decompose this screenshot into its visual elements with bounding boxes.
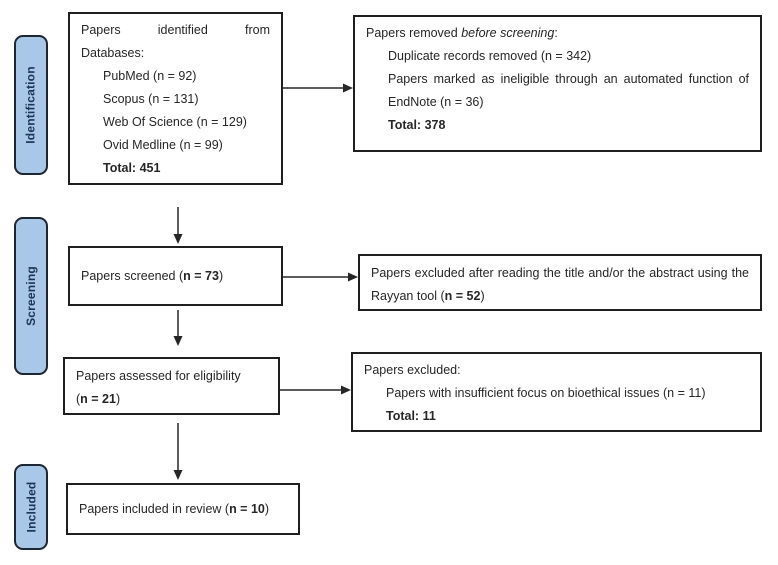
database-item-pubmed: PubMed (n = 92) xyxy=(103,69,197,83)
papers-included-prefix: Papers included in review ( xyxy=(79,501,230,516)
arrow-screened-to-excluded-screening xyxy=(283,272,358,282)
papers-included-suffix: ) xyxy=(264,501,270,516)
removed-total: Total: 378 xyxy=(388,118,446,132)
stage-screening: Screening xyxy=(14,217,48,375)
papers-assessed-box: Papers assessed for eligibility (n = 21) xyxy=(63,357,280,415)
papers-screened-text: Papers screened (n = 73) xyxy=(81,265,223,288)
papers-assessed-line1: Papers assessed for eligibility xyxy=(76,369,241,383)
papers-screened-count: n = 73 xyxy=(183,268,219,283)
excluded-eligibility-title: Papers excluded: xyxy=(364,363,461,377)
excluded-screening-line2-suffix: ) xyxy=(480,289,485,303)
excluded-screening-line2: Rayyan tool (n = 52) xyxy=(371,285,749,308)
papers-removed-box: Papers removed before screening: Duplica… xyxy=(353,15,762,152)
arrow-assessed-to-excluded-eligibility xyxy=(280,385,351,395)
excluded-screening-line2-prefix: Rayyan tool ( xyxy=(371,289,445,303)
papers-excluded-eligibility-box: Papers excluded: Papers with insufficien… xyxy=(351,352,762,432)
papers-identified-box: Papers identified from Databases: PubMed… xyxy=(68,12,283,185)
database-item-web-of-science: Web Of Science (n = 129) xyxy=(103,115,247,129)
papers-screened-prefix: Papers screened ( xyxy=(81,268,184,283)
arrow-identified-to-removed xyxy=(283,83,353,93)
papers-identified-line2: Databases: xyxy=(81,46,145,60)
arrow-identified-to-screened xyxy=(173,207,183,244)
papers-removed-title-italic: before screening xyxy=(461,26,555,40)
papers-removed-title-prefix: Papers removed xyxy=(366,26,462,40)
papers-included-count: n = 10 xyxy=(229,501,265,516)
arrow-assessed-to-included xyxy=(173,423,183,480)
database-item-ovid-medline: Ovid Medline (n = 99) xyxy=(103,138,223,152)
papers-included-box: Papers included in review (n = 10) xyxy=(66,483,300,535)
excluded-eligibility-item: Papers with insufficient focus on bioeth… xyxy=(386,386,706,400)
papers-assessed-line2-suffix: ) xyxy=(115,392,121,406)
database-item-scopus: Scopus (n = 131) xyxy=(103,92,199,106)
papers-assessed-line2-prefix: ( xyxy=(76,392,81,406)
excluded-eligibility-total: Total: 11 xyxy=(386,409,436,423)
removed-item-endnote-line2: EndNote (n = 36) xyxy=(388,95,484,109)
papers-identified-line1: Papers identified from xyxy=(81,23,270,37)
removed-item-endnote-line1: Papers marked as ineligible through an a… xyxy=(388,72,749,86)
papers-screened-suffix: ) xyxy=(218,268,224,283)
papers-assessed-line2: (n = 21) xyxy=(76,388,267,411)
papers-removed-title-suffix: : xyxy=(554,26,558,40)
identified-total: Total: 451 xyxy=(103,161,161,175)
stage-included: Included xyxy=(14,464,48,550)
excluded-screening-count: n = 52 xyxy=(444,289,481,303)
stage-identification: Identification xyxy=(14,35,48,175)
arrow-screened-to-assessed xyxy=(173,310,183,346)
papers-excluded-screening-box: Papers excluded after reading the title … xyxy=(358,254,762,311)
papers-assessed-count: n = 21 xyxy=(80,392,116,406)
papers-screened-box: Papers screened (n = 73) xyxy=(68,246,283,306)
papers-removed-title: Papers removed before screening: xyxy=(366,22,749,45)
excluded-screening-line1: Papers excluded after reading the title … xyxy=(371,266,749,280)
papers-included-text: Papers included in review (n = 10) xyxy=(79,498,269,521)
removed-item-duplicates: Duplicate records removed (n = 342) xyxy=(388,49,592,63)
